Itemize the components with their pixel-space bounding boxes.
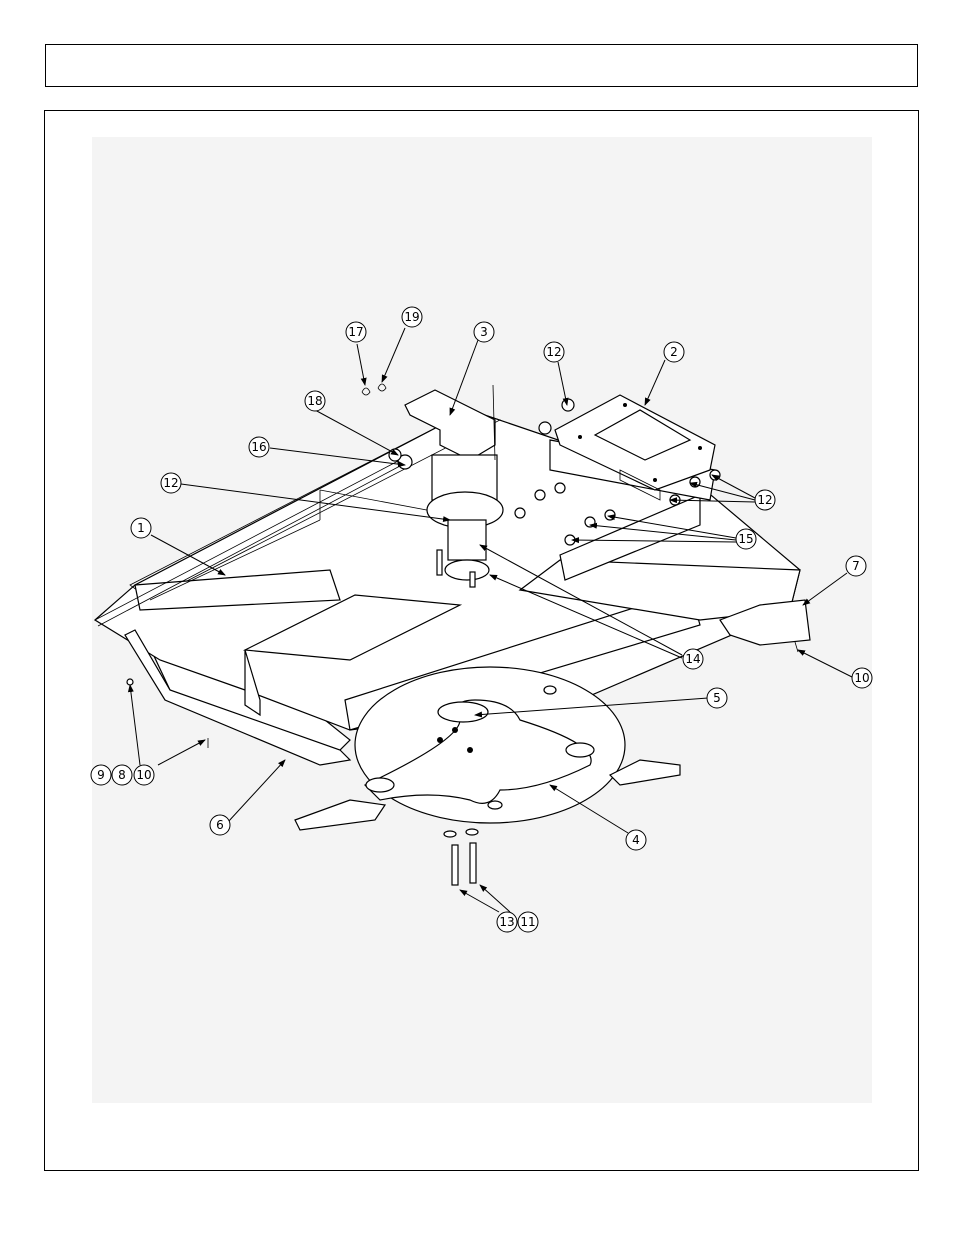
callout-6: 6 [210,815,230,835]
svg-text:12: 12 [163,476,178,490]
callout-12-right: 12 [755,490,775,510]
callout-1: 1 [131,518,151,538]
blade-bolts [444,829,478,885]
callout-10-left: 10 [134,765,154,785]
callout-7: 7 [846,556,866,576]
svg-text:12: 12 [757,493,772,507]
svg-text:1: 1 [137,521,145,535]
svg-text:8: 8 [118,768,126,782]
svg-text:14: 14 [685,652,700,666]
callout-19: 19 [402,307,422,327]
svg-text:13: 13 [499,915,514,929]
svg-text:10: 10 [854,671,869,685]
callout-9: 9 [91,765,111,785]
svg-text:17: 17 [348,325,363,339]
callout-8: 8 [112,765,132,785]
svg-text:12: 12 [546,345,561,359]
svg-text:2: 2 [670,345,678,359]
callout-16: 16 [249,437,269,457]
svg-text:19: 19 [404,310,419,324]
callout-12-top: 12 [544,342,564,362]
svg-text:18: 18 [307,394,322,408]
callout-13: 13 [497,912,517,932]
svg-text:4: 4 [632,833,640,847]
callout-15: 15 [736,529,756,549]
callout-18: 18 [305,391,325,411]
callout-2: 2 [664,342,684,362]
svg-text:7: 7 [852,559,860,573]
callout-17: 17 [346,322,366,342]
svg-text:6: 6 [216,818,224,832]
svg-text:5: 5 [713,691,721,705]
svg-text:16: 16 [251,440,266,454]
callout-14: 14 [683,649,703,669]
callout-10-right: 10 [852,668,872,688]
callout-11: 11 [518,912,538,932]
blade-carrier [355,667,625,823]
svg-text:15: 15 [738,532,753,546]
callout-4: 4 [626,830,646,850]
callout-5: 5 [707,688,727,708]
svg-text:9: 9 [97,768,105,782]
callout-12-left: 12 [161,473,181,493]
callout-3: 3 [474,322,494,342]
svg-text:10: 10 [136,768,151,782]
svg-text:11: 11 [520,915,535,929]
svg-text:3: 3 [480,325,488,339]
